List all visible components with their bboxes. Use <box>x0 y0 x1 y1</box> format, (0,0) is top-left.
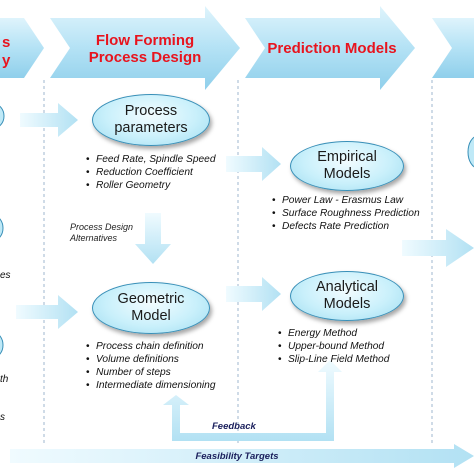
feedback-label: Feedback <box>212 421 256 432</box>
list-item: Feed Rate, Spindle Speed <box>86 153 215 166</box>
chevron-left-stage <box>0 18 44 78</box>
left-header-fragment-2: y <box>2 52 11 69</box>
arrow-to-empirical <box>226 147 281 181</box>
note-line1: Process Design <box>70 222 134 232</box>
feasibility-targets-label: Feasibility Targets <box>195 451 279 462</box>
left-partial-node-1 <box>0 105 5 127</box>
left-header-fragment-1: s <box>2 34 11 51</box>
process-parameters-list: Feed Rate, Spindle Speed Reduction Coeff… <box>84 153 216 192</box>
list-item: Number of steps <box>86 366 216 379</box>
left-partial-node-3 <box>0 335 4 355</box>
note-line2: Alternatives <box>70 233 118 243</box>
empirical-models-label: Empirical Models <box>317 148 377 182</box>
empirical-models-node: Empirical Models <box>290 141 404 191</box>
flow-forming-header-line1: Flow Forming <box>95 32 195 49</box>
list-item: Defects Rate Prediction <box>272 220 420 233</box>
left-text-fragment-2: th <box>0 374 9 385</box>
analytical-models-node: Analytical Models <box>290 271 404 321</box>
prediction-models-header: Prediction Models <box>267 40 397 57</box>
flow-forming-header-line2: Process Design <box>88 49 202 67</box>
chevron-prediction-stage <box>245 6 415 90</box>
list-item: Upper-bound Method <box>278 340 389 353</box>
arrow-down-to-geometric <box>135 213 171 264</box>
arrow-left-to-geometric <box>16 295 78 329</box>
list-item: Reduction Coefficient <box>86 166 216 179</box>
right-partial-node <box>467 136 474 168</box>
left-text-fragment-3: s <box>0 412 5 423</box>
arrow-to-right-stage <box>402 229 474 267</box>
list-item: Slip-Line Field Method <box>278 353 389 366</box>
geometric-model-node: Geometric Model <box>92 282 210 334</box>
chevron-flow-forming-stage <box>50 6 240 90</box>
process-parameters-node: Process parameters <box>92 94 210 146</box>
geometric-model-list: Process chain definition Volume definiti… <box>84 340 216 392</box>
list-item: Surface Roughness Prediction <box>272 207 420 220</box>
arrow-to-analytical <box>226 277 281 311</box>
list-item: Process chain definition <box>86 340 216 353</box>
empirical-models-list: Power Law - Erasmus Law Surface Roughnes… <box>270 194 420 233</box>
process-parameters-label: Process parameters <box>114 102 188 136</box>
arrow-left-to-process-parameters <box>20 103 78 137</box>
feedback-loop-arrow <box>163 360 342 441</box>
analytical-models-list: Energy Method Upper-bound Method Slip-Li… <box>276 327 389 366</box>
list-item: Intermediate dimensioning <box>86 379 215 392</box>
list-item: Volume definitions <box>86 353 216 366</box>
list-item: Power Law - Erasmus Law <box>272 194 420 207</box>
geometric-model-label: Geometric Model <box>117 290 185 324</box>
process-design-alternatives-note: Process Design Alternatives <box>70 222 133 244</box>
chevron-right-stage <box>432 18 474 78</box>
feasibility-targets-bar <box>10 444 474 468</box>
left-partial-node-2 <box>0 218 4 238</box>
list-item: Energy Method <box>278 327 389 340</box>
left-text-fragment-1: es <box>0 270 11 281</box>
analytical-models-label: Analytical Models <box>315 278 379 312</box>
flow-forming-header: Flow Forming Process Design <box>70 32 220 67</box>
list-item: Roller Geometry <box>86 179 216 192</box>
